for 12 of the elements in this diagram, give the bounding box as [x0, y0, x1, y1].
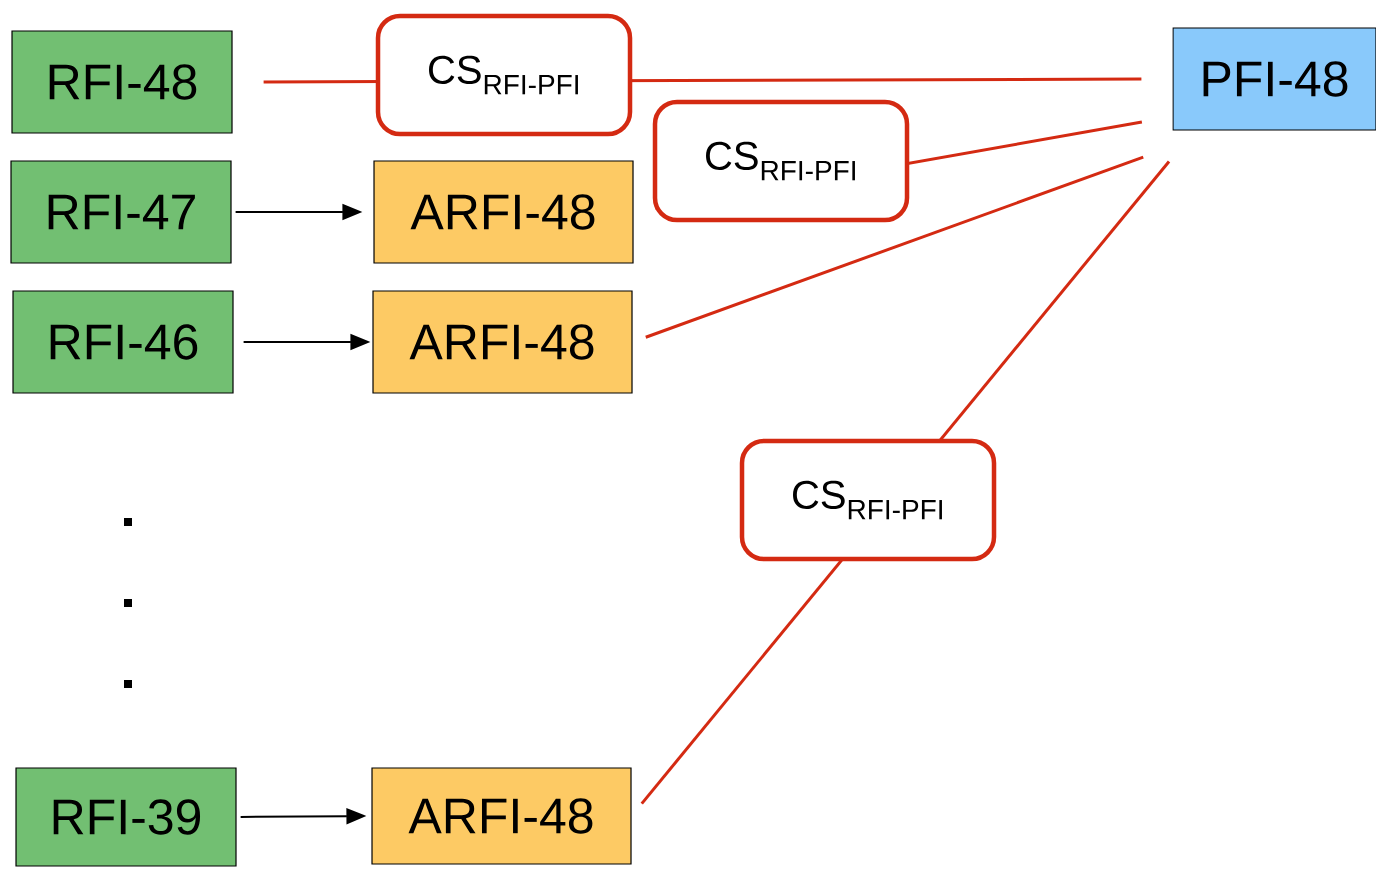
edge-label: CS$_{RFI-PFI}$ — [375, 13, 633, 137]
process-box: ARFI-48 — [371, 767, 632, 865]
process-box: RFI-39 — [15, 767, 237, 867]
process-box: ARFI-48 — [372, 290, 633, 394]
connector — [645, 155, 1144, 339]
process-box: PFI-48 — [1172, 27, 1376, 131]
process-box: ARFI-48 — [373, 160, 634, 264]
edge-label: CS$_{RFI-PFI}$ — [652, 99, 910, 223]
edge-label: CS$_{RFI-PFI}$ — [739, 438, 997, 562]
process-box: RFI-47 — [10, 160, 232, 264]
process-box: RFI-46 — [12, 290, 234, 394]
process-box: RFI-48 — [11, 30, 233, 134]
